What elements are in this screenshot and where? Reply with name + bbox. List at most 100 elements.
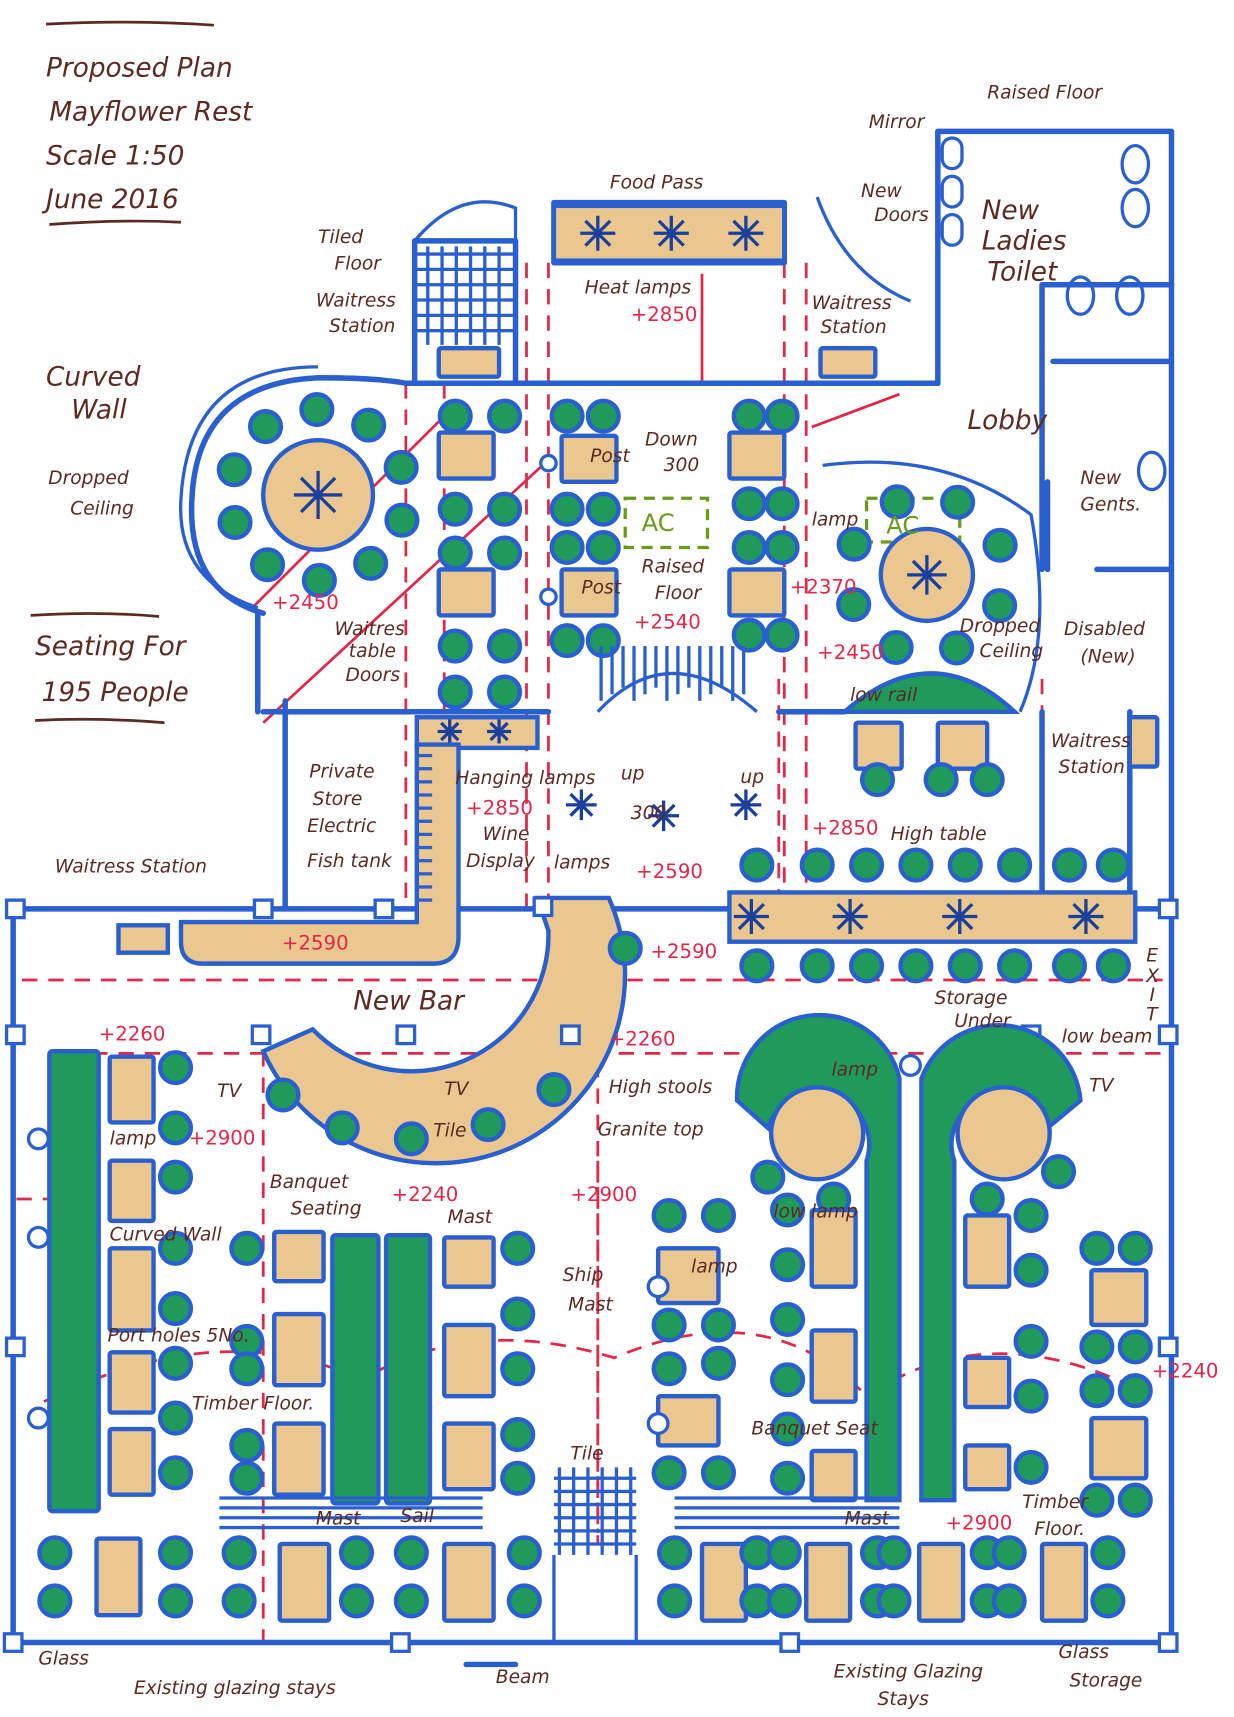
chair xyxy=(1117,1329,1153,1365)
chair xyxy=(764,617,800,653)
chair xyxy=(247,409,284,445)
chair xyxy=(1117,1482,1153,1518)
note-port-holes: Port holes 5No. xyxy=(107,1325,249,1346)
note-ship-mast: Ship xyxy=(563,1265,604,1286)
note-low-lamp: low lamp xyxy=(773,1202,857,1223)
note-curved-wall: Wall xyxy=(71,395,127,425)
chair xyxy=(898,948,934,984)
chair xyxy=(969,1181,1005,1217)
ac-unit-label: AC xyxy=(642,509,675,537)
note-dropped-ceiling: Ceiling xyxy=(70,499,134,520)
chair xyxy=(731,486,767,522)
chair xyxy=(750,1159,786,1195)
note-new-gents: Gents. xyxy=(1080,494,1141,515)
note-ladies-toilet: Ladies xyxy=(982,227,1067,257)
chair xyxy=(764,398,800,434)
chair xyxy=(766,1535,802,1571)
toilet-icon xyxy=(1114,275,1145,316)
note-fish-tank: Fish tank xyxy=(307,851,393,872)
note-private-store: Private xyxy=(309,761,374,782)
level-label: +2850 xyxy=(631,303,698,326)
level-label: +2240 xyxy=(1152,1360,1219,1383)
level-label: +2590 xyxy=(282,931,349,954)
note-mast: Mast xyxy=(845,1508,890,1529)
chair xyxy=(157,1050,194,1086)
note-new-doors: New xyxy=(861,181,902,202)
table xyxy=(272,1311,326,1388)
chair xyxy=(739,847,775,883)
table xyxy=(699,1541,749,1623)
chair xyxy=(324,1110,360,1146)
table xyxy=(1089,1268,1149,1328)
note-lamp: lamp xyxy=(831,1059,878,1080)
round-table xyxy=(768,1085,866,1182)
column-post xyxy=(4,898,26,920)
banquette-seat xyxy=(383,1232,433,1506)
chair xyxy=(351,407,387,443)
plan-geometry xyxy=(2,128,1179,1668)
table xyxy=(916,1541,966,1623)
chair xyxy=(549,529,585,566)
chair xyxy=(991,1535,1027,1571)
column-post xyxy=(389,1632,411,1653)
chair xyxy=(500,1296,536,1332)
porthole-lamp-icon xyxy=(646,1412,670,1436)
note-low-beam: low beam xyxy=(1062,1026,1153,1047)
seating-line: 195 People xyxy=(42,678,189,708)
porthole-lamp-icon xyxy=(26,1225,50,1249)
note-dropped-ceiling: Ceiling xyxy=(980,641,1044,662)
lamp-icon xyxy=(437,719,462,744)
porthole-lamp-icon xyxy=(26,1127,50,1151)
toilet-icon xyxy=(1065,275,1096,316)
chair xyxy=(657,1583,693,1619)
chair xyxy=(947,847,983,883)
table xyxy=(963,1355,1012,1410)
column-post xyxy=(559,1024,581,1046)
title-rule-top xyxy=(45,20,214,27)
note-timber-floor: Timber xyxy=(1022,1492,1089,1513)
chair xyxy=(651,1197,687,1233)
chair xyxy=(487,491,523,527)
table xyxy=(107,1350,156,1415)
chair xyxy=(437,491,473,527)
chair xyxy=(338,1535,375,1571)
chair xyxy=(393,1583,429,1619)
level-label: +2240 xyxy=(392,1183,459,1206)
banquette-seat xyxy=(330,1232,381,1506)
chair xyxy=(487,535,523,571)
chair xyxy=(1013,1378,1049,1414)
column-post xyxy=(1157,1632,1179,1653)
toilet-icon xyxy=(1120,187,1151,229)
note-waitres-table: table xyxy=(349,641,396,662)
chair xyxy=(1079,1230,1115,1266)
chair xyxy=(338,1583,375,1619)
back-bar-counter xyxy=(178,742,461,966)
chair xyxy=(770,1411,806,1447)
seating-line: Seating For xyxy=(35,632,188,662)
exit-letter: I xyxy=(1150,985,1156,1006)
lamp-icon xyxy=(565,789,597,821)
note-banquet-seating: Seating xyxy=(291,1198,362,1219)
table xyxy=(442,1421,496,1492)
column-post xyxy=(250,1024,272,1046)
chair xyxy=(700,1197,737,1233)
note-post: Post xyxy=(581,578,621,599)
banquette-seat xyxy=(47,1049,101,1514)
chair xyxy=(770,1460,806,1496)
chair xyxy=(299,392,335,428)
chair xyxy=(437,628,473,664)
chair xyxy=(1090,1583,1126,1619)
note-existing-glazing: Existing glazing stays xyxy=(134,1678,336,1699)
chair xyxy=(700,1345,737,1381)
chair xyxy=(585,529,621,566)
note-new-doors: Doors xyxy=(874,205,929,226)
exit-letter: E xyxy=(1146,945,1158,966)
level-label: +2540 xyxy=(634,611,701,634)
chair xyxy=(470,1107,506,1143)
curved-wall-right xyxy=(822,460,1042,713)
chair xyxy=(353,545,389,581)
ac-unit-outline xyxy=(623,496,710,550)
note-waitress-station: Station xyxy=(329,316,395,337)
note-lamp: lamp xyxy=(110,1128,157,1149)
